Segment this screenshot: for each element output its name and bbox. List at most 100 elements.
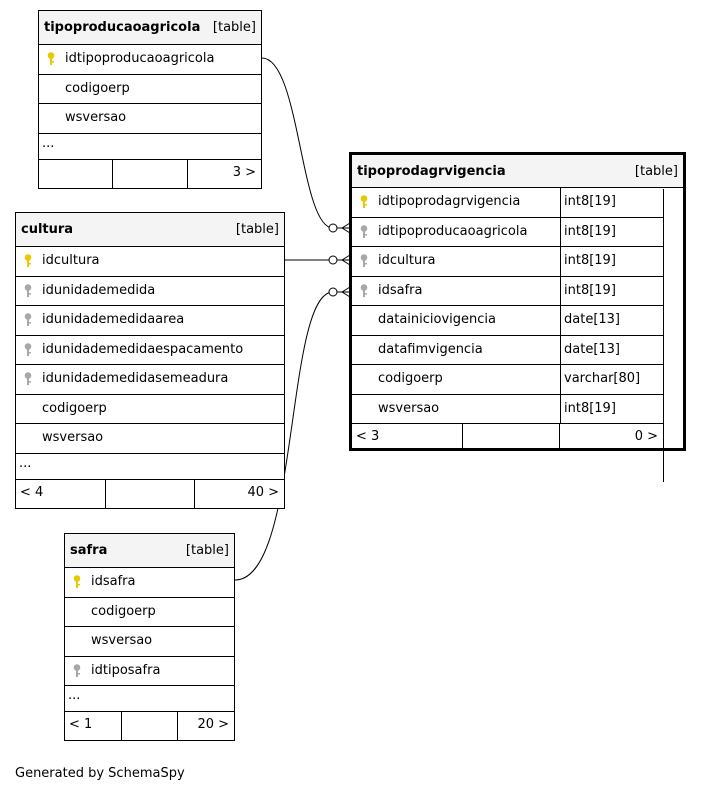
column-name: wsversao <box>42 430 104 445</box>
parent-count: < 4 <box>20 484 44 500</box>
column-name: idtipoproducaoagricola <box>378 223 528 239</box>
column-name: idtipoprodagrvigencia <box>378 194 521 209</box>
column-name: idsafra <box>91 574 136 589</box>
column-row[interactable]: idunidademedidaespacamento <box>16 336 284 365</box>
table-footer: < 1 20 > <box>65 712 234 740</box>
table-tipoprodagrvigencia[interactable]: tipoprodagrvigencia [table] idtipoprodag… <box>349 152 686 482</box>
column-name: idcultura <box>378 253 436 268</box>
table-kind: [table] <box>185 543 229 558</box>
table-kind: [table] <box>212 20 256 35</box>
foreign-key-icon <box>23 372 33 386</box>
column-type: int8[19] <box>560 247 665 276</box>
table-name[interactable]: cultura <box>21 222 74 237</box>
link-safra <box>234 291 350 581</box>
generator-credit: Generated by SchemaSpy <box>15 766 185 781</box>
table-name[interactable]: tipoproducaoagricola <box>44 20 201 35</box>
more-columns: ... <box>39 134 261 160</box>
column-row[interactable]: codigoerp <box>16 395 284 424</box>
table-kind: [table] <box>235 222 279 237</box>
column-row[interactable]: idtipoproducaoagricola int8[19] <box>352 217 665 247</box>
foreign-key-icon <box>23 283 33 298</box>
column-row[interactable]: datafimvigencia date[13] <box>352 335 665 365</box>
link-safra-end <box>328 287 338 297</box>
column-type: int8[19] <box>560 276 665 305</box>
column-row[interactable]: wsversao <box>39 104 261 134</box>
table-footer: < 4 40 > <box>16 479 284 508</box>
primary-key-icon <box>72 575 82 589</box>
column-name: codigoerp <box>42 400 107 416</box>
more-columns: ... <box>65 686 234 712</box>
more-columns: ... <box>16 454 284 480</box>
link-tipoproducaoagricola-crow <box>341 222 351 234</box>
foreign-key-icon <box>72 663 82 678</box>
column-name: idtipoproducaoagricola <box>65 51 215 66</box>
column-type: date[13] <box>560 306 665 335</box>
table-kind: [table] <box>634 164 678 179</box>
table-safra[interactable]: safra [table] idsafra codigoerp wsversao id… <box>64 533 235 741</box>
column-name: wsversao <box>378 400 440 416</box>
column-row[interactable]: codigoerp <box>65 598 234 627</box>
table-header: tipoproducaoagricola [table] <box>39 11 261 45</box>
column-row[interactable]: idtipoproducaoagricola <box>39 45 261 75</box>
table-cultura[interactable]: cultura [table] idcultura idunidademedida… <box>15 212 285 509</box>
column-row[interactable]: wsversao <box>65 627 234 657</box>
child-count: 20 > <box>197 717 230 732</box>
column-name: idunidademedidaarea <box>42 312 185 327</box>
table-footer: 3 > <box>39 159 261 188</box>
column-name: codigoerp <box>378 371 443 386</box>
column-row[interactable]: idunidademedida <box>16 277 284 306</box>
column-row[interactable]: idcultura <box>16 247 284 277</box>
column-type: int8[19] <box>560 394 665 423</box>
child-count: 40 > <box>247 484 280 500</box>
column-name: datafimvigencia <box>378 341 483 357</box>
column-name: idtiposafra <box>91 662 161 678</box>
column-row[interactable]: codigoerp <box>39 75 261 104</box>
column-name: idsafra <box>378 282 423 298</box>
column-row[interactable]: wsversao <box>16 424 284 454</box>
column-name: idunidademedidasemeadura <box>42 371 229 386</box>
foreign-key-icon <box>23 342 33 357</box>
column-type: int8[19] <box>560 188 665 217</box>
column-name: datainiciovigencia <box>378 312 496 327</box>
table-footer: < 3 0 > <box>352 424 663 450</box>
foreign-key-icon <box>359 224 369 239</box>
column-row[interactable]: datainiciovigencia date[13] <box>352 306 663 336</box>
column-row[interactable]: idunidademedidaarea <box>16 306 284 336</box>
column-name: codigoerp <box>91 603 156 619</box>
table-header: cultura [table] <box>16 213 284 247</box>
column-name: wsversao <box>65 110 127 125</box>
column-type: date[13] <box>560 335 665 364</box>
column-row[interactable]: idsafra int8[19] <box>352 276 665 306</box>
foreign-key-icon <box>359 254 369 268</box>
table-header: tipoprodagrvigencia [table] <box>352 155 683 188</box>
table-sidebar <box>663 189 683 482</box>
table-name[interactable]: tipoprodagrvigencia <box>357 164 506 179</box>
table-header: safra [table] <box>65 534 234 568</box>
child-count: 0 > <box>634 429 658 444</box>
link-tipoproducaoagricola <box>261 57 350 229</box>
column-name: idunidademedida <box>42 282 156 298</box>
link-cultura-crow <box>341 254 351 266</box>
column-row[interactable]: wsversao int8[19] <box>352 394 665 424</box>
foreign-key-icon <box>23 313 33 327</box>
column-row[interactable]: idsafra <box>65 568 234 598</box>
column-row[interactable]: idtipoprodagrvigencia int8[19] <box>352 188 663 218</box>
column-name: codigoerp <box>65 80 130 96</box>
primary-key-icon <box>23 254 33 268</box>
primary-key-icon <box>359 195 369 209</box>
column-name: idunidademedidaespacamento <box>42 341 244 357</box>
column-name: wsversao <box>91 633 153 648</box>
parent-count: < 1 <box>69 717 93 732</box>
column-type: int8[19] <box>560 217 665 246</box>
table-tipoproducaoagricola[interactable]: tipoproducaoagricola [table] idtipoprodu… <box>38 10 262 189</box>
column-row[interactable]: idunidademedidasemeadura <box>16 365 284 395</box>
column-row[interactable]: idtiposafra <box>65 657 234 686</box>
primary-key-icon <box>46 52 56 66</box>
parent-count: < 3 <box>356 429 380 444</box>
foreign-key-icon <box>359 283 369 298</box>
table-name[interactable]: safra <box>70 543 108 558</box>
column-row[interactable]: idcultura int8[19] <box>352 247 663 277</box>
column-name: idcultura <box>42 253 100 268</box>
